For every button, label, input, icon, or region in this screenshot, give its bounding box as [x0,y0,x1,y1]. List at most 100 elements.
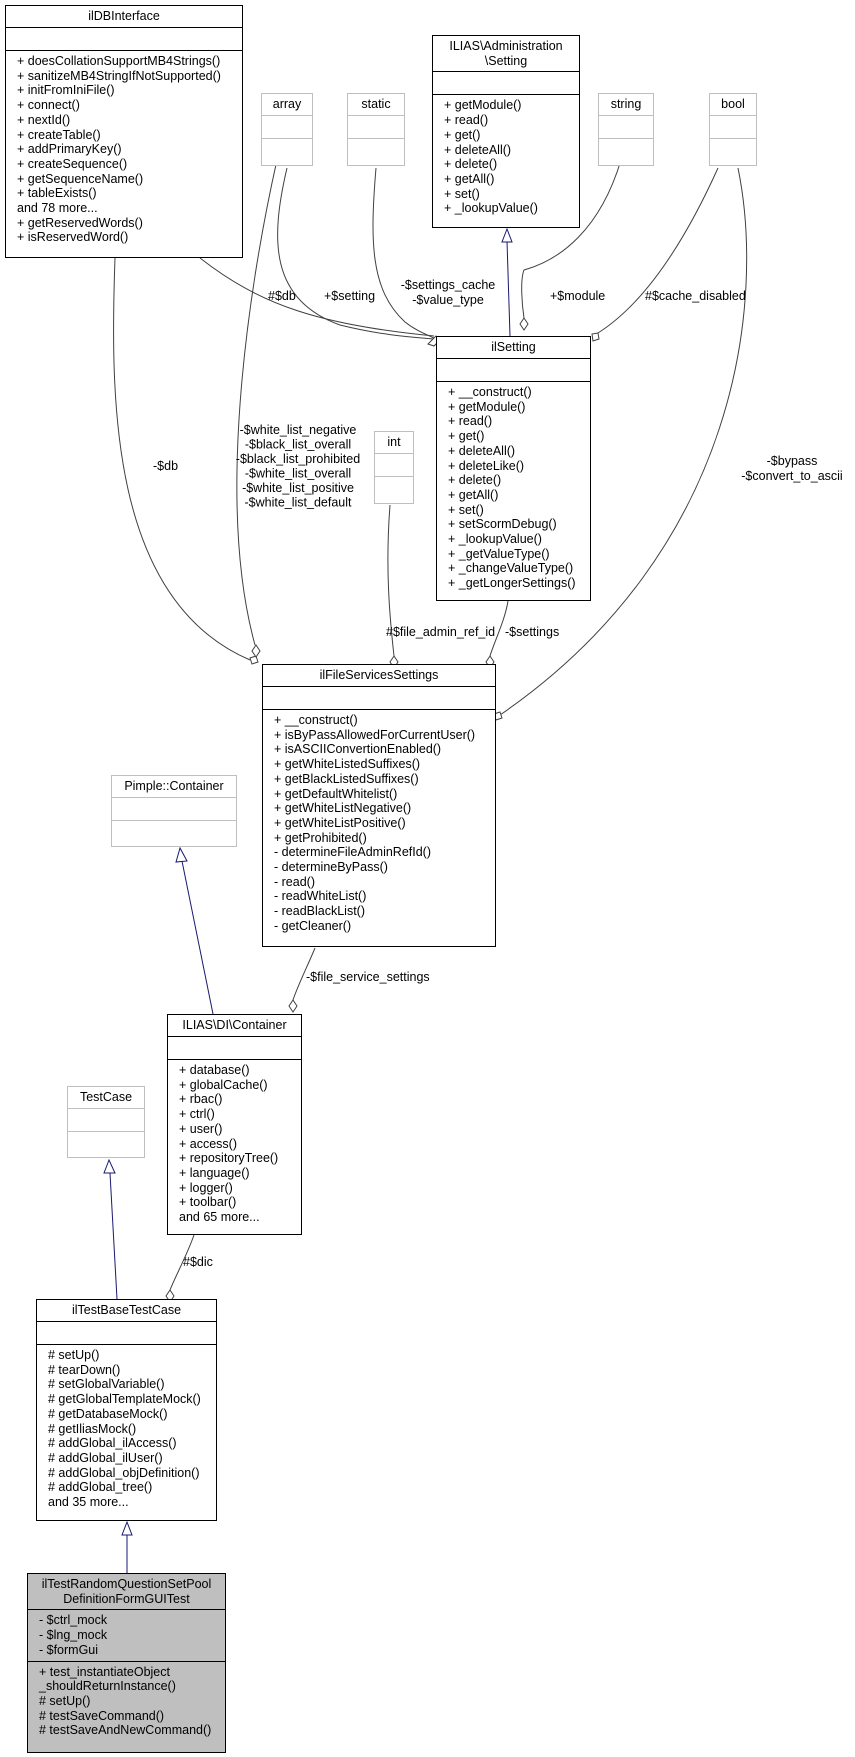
member-item: + __construct() [448,385,532,399]
member-item: + globalCache() [179,1077,268,1092]
member-item: + get() [444,127,481,142]
diamond-dicontainer [288,999,298,1013]
attributes-section [437,358,590,381]
member-item: + nextId() [17,112,71,127]
member-item: + addPrimaryKey() [17,142,122,157]
class-title: ilDBInterface [88,9,160,23]
diamond-file-left [249,655,259,665]
edge-bypass [499,167,748,716]
attributes-section: - $ctrl_mock- $lng_mock- $formGui [28,1609,225,1660]
attributes-section [37,1321,216,1344]
methods-section [375,476,413,502]
member-item: # getGlobalTemplateMock() [48,1392,201,1407]
class-title: TestCase [79,1090,133,1104]
member-item: + deleteAll() [444,142,512,157]
edge-settings-cache [372,167,435,339]
member-item: - $formGui [39,1642,99,1657]
member-item: + deleteLike() [448,458,525,473]
edge-inherit-ilsetting [506,240,511,337]
attributes-section [263,686,495,709]
edge-setting-array [277,167,435,340]
label-lists: -$white_list_negative-$black_list_overal… [236,423,360,510]
member-item: + doesCollationSupportMB4Strings() [17,54,221,68]
class-array: array [261,93,313,166]
member-item: # addGlobal_ilAccess() [48,1436,177,1451]
label-bypass: -$bypass-$convert_to_ascii [741,454,842,483]
member-item: # testSaveCommand() [39,1708,165,1723]
class-title: ilSetting [491,340,536,354]
edge-module [521,159,622,319]
methods-section: + test_instantiateObject_shouldReturnIns… [28,1660,225,1742]
member-item: + getReservedWords() [17,215,143,230]
member-item: + test_instantiateObject [39,1664,170,1679]
member-item: + access() [179,1136,238,1151]
class-title: bool [721,97,745,111]
diamond-file-lists [251,644,261,658]
diamond-setting-bool [591,332,600,342]
member-item: + deleteAll() [448,443,516,458]
member-item: # addGlobal_ilUser() [48,1450,163,1465]
title-line: ilTestRandomQuestionSetPool [41,1577,212,1591]
member-item: + set() [448,502,484,517]
class-int: int [374,431,414,504]
edge-cache-disabled [597,167,719,334]
edge-db-setting [199,257,435,337]
member-item: + createSequence() [17,156,128,171]
class-title: ilFileServicesSettings [319,668,439,682]
member-item: + initFromIniFile() [17,83,115,98]
member-item: + getModule() [444,98,522,113]
member-item: # setGlobalVariable() [48,1377,165,1392]
member-item: + isReservedWord() [17,230,129,245]
attributes-section [6,27,242,50]
label-settings-cache: -$settings_cache-$value_type [401,278,496,307]
attributes-section [348,115,404,138]
member-item: - readBlackList() [274,904,365,919]
methods-section: + database()+ globalCache()+ rbac()+ ctr… [168,1059,301,1228]
class-di-container: ILIAS\DI\Container + database()+ globalC… [167,1014,302,1235]
member-item: + get() [448,429,485,444]
inherit-arrow-ilsetting [501,227,513,243]
attributes-section [112,797,236,820]
methods-section: + __construct()+ isByPassAllowedForCurre… [263,709,495,937]
member-item: # addGlobal_tree() [48,1480,153,1495]
member-item: + getAll() [444,171,495,186]
methods-section: # setUp()# tearDown()# setGlobalVariable… [37,1344,216,1513]
attributes-section [599,115,653,138]
methods-section [348,138,404,164]
member-item: - $ctrl_mock [39,1613,108,1628]
label-setting-array: +$setting [324,289,375,303]
inherit-arrow-dicontainer [175,846,188,863]
member-item: # getIliasMock() [48,1421,137,1436]
label-db-setting: #$db [268,289,296,303]
member-item: + _lookupValue() [444,201,538,216]
diamond-setting-module [519,317,529,331]
member-item: + isASCIIConvertionEnabled() [274,742,442,757]
member-item: + user() [179,1121,223,1136]
class-title: Pimple::Container [124,779,224,793]
member-item: - determineFileAdminRefId() [274,845,431,860]
methods-section: + __construct()+ getModule()+ read()+ ge… [437,381,590,594]
member-item: - getCleaner() [274,918,352,933]
attributes-section [262,115,312,138]
member-item: + _getLongerSettings() [448,576,576,591]
member-item: + connect() [17,98,80,113]
member-item: + getModule() [448,399,526,414]
member-item: and 35 more... [48,1495,129,1510]
label-dic: #$dic [183,1255,213,1269]
title-line: DefinitionFormGUITest [63,1591,190,1606]
title-line: \Setting [484,53,528,68]
member-item: - determineByPass() [274,860,388,875]
edge-lists [236,159,278,646]
member-item: _shouldReturnInstance() [39,1679,176,1694]
member-item: + database() [179,1063,250,1077]
methods-section: + getModule()+ read()+ get()+ deleteAll(… [433,94,579,219]
member-item: + getBlackListedSuffixes() [274,771,419,786]
attributes-section [375,453,413,476]
attributes-section [710,115,756,138]
member-item: + isByPassAllowedForCurrentUser() [274,727,476,742]
label-settings: -$settings [505,625,559,639]
attributes-section [168,1036,301,1059]
edge-file-admin [387,504,395,657]
member-item: + logger() [179,1180,233,1195]
edge-inherit-dicontainer [181,860,214,1015]
